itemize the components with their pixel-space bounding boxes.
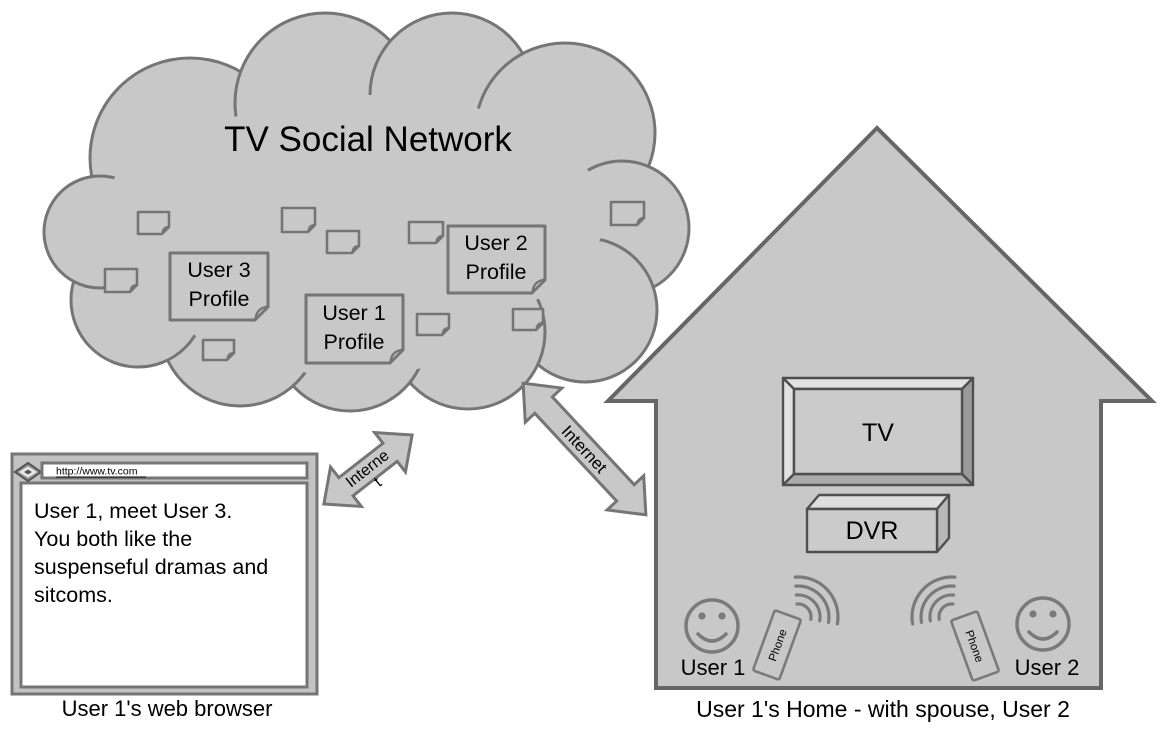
cloud-title: TV Social Network xyxy=(224,120,512,159)
browser-content xyxy=(19,481,309,689)
browser-caption: User 1's web browser xyxy=(62,696,273,721)
url-text: http://www.tv.com xyxy=(56,466,138,478)
note-icon xyxy=(136,210,171,236)
user2-profile-line2: Profile xyxy=(466,260,527,284)
note-icon xyxy=(201,338,236,362)
browser-message: User 1, meet User 3. You both like the s… xyxy=(34,499,268,607)
user2-profile-note: User 2 Profile xyxy=(446,224,547,295)
dvr-label: DVR xyxy=(846,517,899,545)
url-bar xyxy=(40,461,309,480)
note-icon xyxy=(280,206,317,234)
note-icon xyxy=(511,307,545,332)
message-line: sitcoms. xyxy=(34,583,113,607)
wifi-signal-right-icon xyxy=(910,575,957,626)
browser-window: http://www.tv.com User 1, meet User 3. Y… xyxy=(10,452,319,696)
note-icon xyxy=(325,229,361,255)
user2-profile-line1: User 2 xyxy=(464,231,527,255)
tv: TV xyxy=(781,376,975,487)
tv-social-network-cloud: TV Social Network User 3 Profile User 1 … xyxy=(42,11,691,413)
user3-profile-line1: User 3 xyxy=(187,258,250,282)
dvr: DVR xyxy=(805,493,951,554)
tv-label: TV xyxy=(862,419,894,447)
user1-profile-line2: Profile xyxy=(324,330,385,354)
note-icons xyxy=(103,200,646,362)
house-caption: User 1's Home - with spouse, User 2 xyxy=(696,696,1070,722)
message-line: suspenseful dramas and xyxy=(34,555,268,579)
note-icon xyxy=(609,200,646,227)
internet-arrow-left: Interne t xyxy=(322,430,414,509)
user1-profile-note: User 1 Profile xyxy=(304,293,405,365)
user3-profile-line2: Profile xyxy=(189,287,250,311)
note-icon xyxy=(415,312,451,337)
user1-label: User 1 xyxy=(681,655,746,680)
user2-label: User 2 xyxy=(1015,655,1080,680)
user3-profile-note: User 3 Profile xyxy=(168,251,270,322)
user1-smiley-icon xyxy=(684,598,740,654)
user2-smiley-icon xyxy=(1015,596,1071,652)
navigation-diamond-icon xyxy=(13,461,43,483)
user1-profile-line1: User 1 xyxy=(322,301,385,325)
phone-right: Phone xyxy=(950,610,1000,682)
house: TV DVR Phone xyxy=(603,125,1157,690)
phone-left: Phone xyxy=(752,609,802,681)
note-icon xyxy=(407,220,445,245)
message-line: You both like the xyxy=(34,527,192,551)
message-line: User 1, meet User 3. xyxy=(34,499,232,523)
wifi-signal-left-icon xyxy=(793,575,840,626)
note-icon xyxy=(103,267,139,294)
